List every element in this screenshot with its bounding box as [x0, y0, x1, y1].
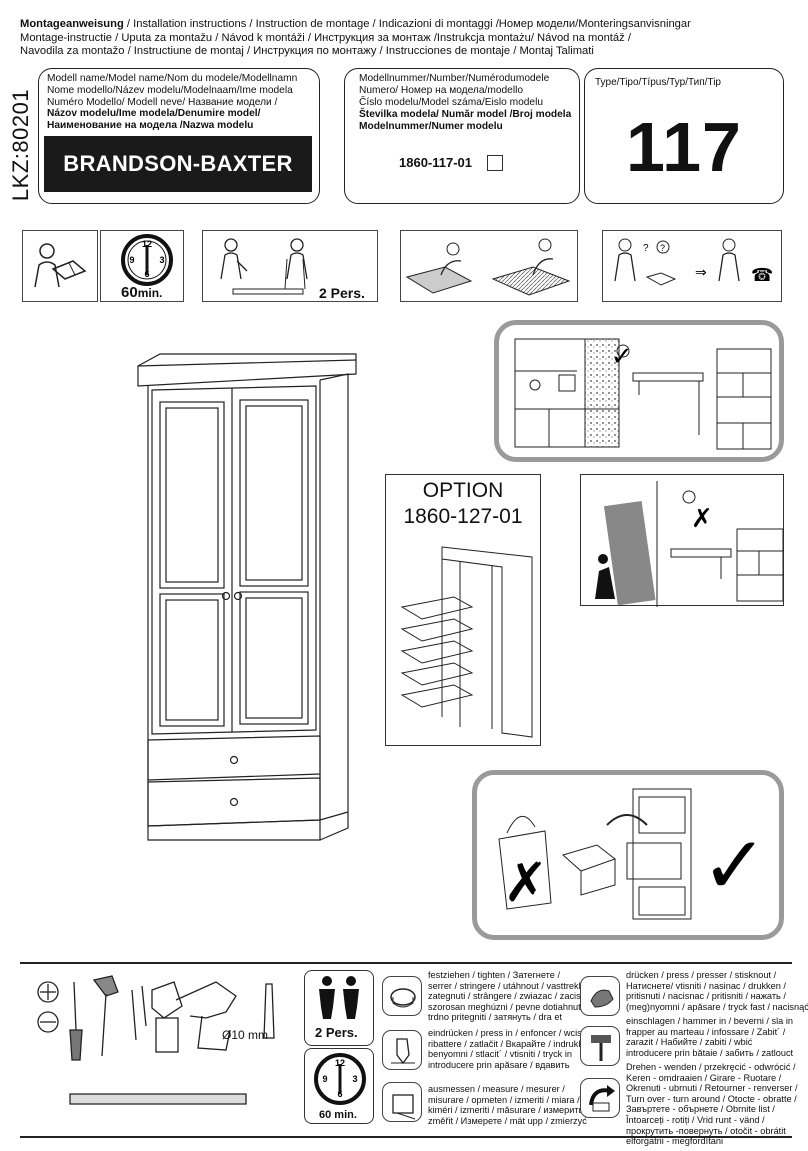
option-number: 1860-127-01 — [403, 505, 523, 528]
wall-mount-panel: ✓ — [494, 320, 784, 462]
tip-over-warning-panel: ✗ — [580, 474, 784, 607]
wall-mount-illustration: ✓ — [514, 338, 772, 450]
header-line-2: Montage-instructie / Uputa za montažu / … — [20, 31, 631, 44]
header-languages: Montageanweisung / Installation instruct… — [20, 18, 800, 59]
call-support-icon: ? ? ⇒ ☎ — [614, 238, 773, 286]
svg-text:3: 3 — [159, 255, 164, 265]
model-number-checkbox[interactable] — [487, 155, 503, 171]
footer-time-label: 60 min. — [319, 1109, 357, 1121]
footer-time-box: 12 9 3 6 60 min. — [304, 1048, 374, 1124]
model-number: 1860-117-01 — [399, 155, 473, 170]
option-panel: OPTION 1860-127-01 — [385, 474, 541, 746]
legend-turn-over: Drehen - wenden / przekręcić - odwrócić … — [626, 1062, 798, 1147]
wardrobe-drawing — [137, 353, 357, 841]
header-title: Montageanweisung — [20, 18, 124, 30]
press-icon — [580, 976, 620, 1016]
type-box: Type/Tipo/Típus/Typ/Тип/Tip 117 — [584, 68, 784, 204]
footer-clock-icon: 12 9 3 6 — [314, 1053, 366, 1105]
type-value: 117 — [626, 108, 742, 186]
legend-hammer: einschlagen / hammer in / beverni / sla … — [626, 1016, 794, 1058]
two-persons-label: 2 Pers. — [319, 285, 365, 301]
press-in-icon — [382, 1030, 422, 1070]
svg-text:3: 3 — [352, 1074, 357, 1084]
svg-text:12: 12 — [335, 1058, 345, 1068]
measure-icon — [382, 1082, 422, 1122]
two-persons-panel: 2 Pers. — [202, 230, 378, 302]
svg-text:9: 9 — [322, 1074, 327, 1084]
model-name-labels: Modell name/Model name/Nom du modele/Mod… — [47, 73, 298, 132]
protect-floor-panel — [400, 230, 578, 302]
cross-icon: ✗ — [691, 504, 713, 534]
type-label: Type/Tipo/Típus/Typ/Тип/Tip — [595, 77, 721, 88]
svg-text:?: ? — [643, 243, 649, 254]
legend-measure: ausmessen / measure / mesurer / misurare… — [428, 1084, 587, 1126]
drill-size: Ø10 mm — [222, 1028, 269, 1042]
read-instructions-panel — [22, 230, 98, 302]
person-reading-icon — [34, 243, 87, 288]
footer-bottom-rule — [20, 1136, 792, 1138]
model-number-labels: Modellnummer/Number/Numérodumodele Numer… — [359, 73, 572, 132]
call-support-panel: ? ? ⇒ ☎ — [602, 230, 782, 302]
svg-text:?: ? — [660, 243, 665, 253]
two-persons-silhouette-icon — [319, 976, 359, 1019]
protect-floor-icon — [405, 238, 571, 296]
legend-press: drücken / press / presser / stisknout / … — [626, 970, 808, 1012]
header-line-1: / Installation instructions / Instructio… — [123, 18, 691, 30]
hammer-icon — [580, 1026, 620, 1066]
svg-text:12: 12 — [142, 239, 152, 249]
turn-over-icon — [580, 1078, 620, 1118]
header-line-3: Navodila za montažo / Instructiune de mo… — [20, 45, 594, 57]
telephone-icon: ☎ — [751, 265, 773, 286]
footer-persons-box: 2 Pers. — [304, 970, 374, 1046]
time-label: 60min. — [121, 284, 163, 301]
two-persons-icon — [220, 238, 308, 295]
tools-illustration — [37, 975, 275, 1105]
model-name: BRANDSON-BAXTER — [44, 136, 312, 192]
tip-over-warning-illustration: ✗ — [595, 481, 784, 607]
option-shelves-illustration — [400, 546, 533, 738]
clock-icon: 12 9 3 6 — [121, 234, 173, 286]
time-panel: 12 9 3 6 60min. — [100, 230, 184, 302]
svg-text:⇒: ⇒ — [695, 265, 707, 281]
footer-persons-label: 2 Pers. — [315, 1025, 358, 1040]
legend-tighten: festziehen / tighten / Затегнете / serre… — [428, 970, 599, 1023]
option-title: OPTION — [422, 479, 504, 502]
cross-icon-trash: ✗ — [503, 851, 548, 914]
svg-text:9: 9 — [129, 255, 134, 265]
tighten-icon — [382, 976, 422, 1016]
legend-press-in: eindrücken / press in / enfoncer / wcisn… — [428, 1028, 597, 1070]
keep-instructions-panel: ✗ ✓ — [472, 770, 784, 940]
keep-instructions-illustration: ✗ ✓ — [498, 788, 768, 920]
footer-top-rule — [20, 962, 792, 964]
lkz-code: LKZ:80201 — [8, 88, 33, 202]
model-number-box: Modellnummer/Number/Numérodumodele Numer… — [344, 68, 580, 204]
checkmark-icon-file: ✓ — [701, 819, 768, 912]
